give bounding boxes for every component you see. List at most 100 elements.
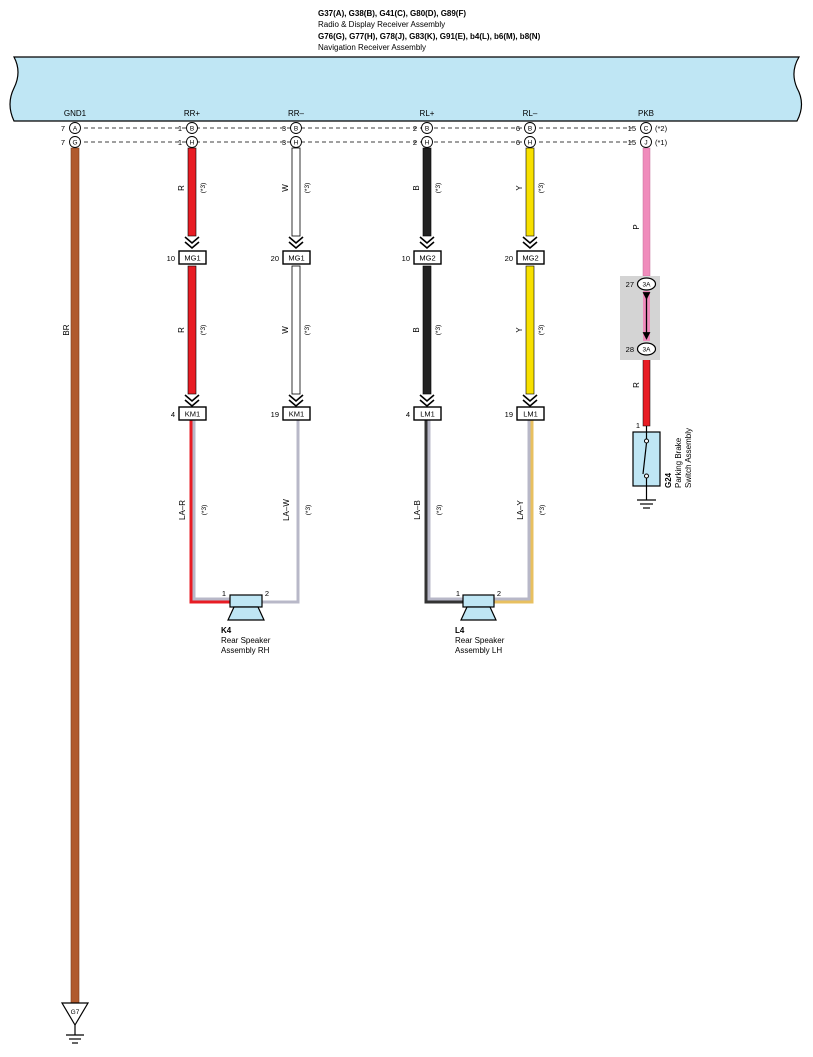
pin-letter: H: [294, 140, 299, 147]
pin-circle: [69, 122, 81, 134]
connector-label: MG1: [288, 254, 304, 263]
terminal-name-gnd1: GND1: [64, 109, 87, 118]
connector-label: LM1: [523, 410, 538, 419]
wire-note-rl-minus-lower: (*3): [538, 325, 545, 335]
wire-la-y-color: [494, 420, 534, 604]
connector-pin: 19: [271, 410, 279, 419]
wire-label-rr-plus-lower: R: [177, 327, 186, 333]
wire-label-rl-minus-lower: Y: [515, 327, 524, 333]
wire-la-b-shield: [427, 420, 463, 601]
wire-rr-minus-upper: [291, 147, 301, 237]
pin-circle: [421, 122, 433, 134]
wire-rr-plus-lower: [187, 265, 197, 395]
pin-circle: [640, 122, 652, 134]
wire-la-w-shield: [262, 420, 300, 604]
terminal-name-pkb: PKB: [638, 109, 654, 118]
junction-label-top: 3A: [643, 282, 652, 289]
terminal-name-rl-plus: RL+: [420, 109, 435, 118]
pin-circle: [290, 122, 302, 134]
speaker-k4-code: K4: [221, 626, 232, 635]
connector-label: MG2: [419, 254, 435, 263]
connector-box-km1-b: [282, 406, 311, 421]
wire-la-b-color: [424, 420, 463, 604]
pin-letter: J: [644, 140, 647, 147]
switch-name1: Parking Brake: [674, 437, 683, 488]
wire-note-rr-plus-upper: (*3): [200, 183, 207, 193]
pin-num: 6: [516, 124, 520, 133]
wire-label-pkb-lower: R: [632, 382, 641, 388]
wire-rl-minus-lower: [525, 265, 535, 395]
pin-num: 2: [413, 124, 417, 133]
speaker-l4-pin2: 2: [497, 589, 501, 598]
pin-letter: H: [190, 140, 195, 147]
pin-circle: [186, 122, 198, 134]
receiver-assembly-box: [9, 56, 803, 122]
pin-num: 7: [61, 124, 65, 133]
chevron-mg2-a: [419, 236, 435, 250]
wire-rl-minus-upper: [525, 147, 535, 237]
speaker-l4-name2: Assembly LH: [455, 646, 502, 655]
pin-num: 1: [178, 138, 182, 147]
receiver-radio-name: Radio & Display Receiver Assembly: [318, 20, 445, 29]
switch-name2: Switch Assembly: [684, 428, 693, 488]
connector-chevrons: [184, 236, 538, 408]
pin-letter: A: [73, 126, 78, 133]
chevron-lm1-b: [522, 394, 538, 408]
speaker-k4-name2: Assembly RH: [221, 646, 270, 655]
switch-code: G24: [664, 472, 673, 488]
wire-label-br: BR: [62, 324, 71, 335]
parking-brake-switch: 1 G24 Parking Brake Switch Assembly: [632, 421, 693, 509]
speaker-l4-cone: [460, 606, 497, 621]
ground-label: G7: [71, 1009, 80, 1016]
connector-box-lm1-b: [516, 406, 545, 421]
pin-circle: [640, 136, 652, 148]
chevron-mg1-a: [184, 236, 200, 250]
speaker-k4: 1 2 K4 Rear Speaker Assembly RH: [221, 589, 271, 655]
wire-label-la-r: LA–R: [178, 500, 187, 520]
junction-pin-num-top: 27: [626, 280, 634, 289]
receiver-header: G37(A), G38(B), G41(C), G80(D), G89(F) R…: [318, 9, 541, 52]
connector-label: MG1: [184, 254, 200, 263]
connector-pin: 4: [406, 410, 410, 419]
wire-label-la-b: LA–B: [413, 500, 422, 520]
wire-label-rl-plus-lower: B: [412, 327, 421, 332]
wire-pkb-pink: [642, 147, 651, 277]
connector-box-mg1-a: [178, 250, 207, 265]
wire-la-r-shield: [192, 420, 230, 601]
connector-label: LM1: [420, 410, 435, 419]
connector-pin: 20: [505, 254, 513, 263]
pin-circle: [524, 136, 536, 148]
receiver-nav-connectors: G76(G), G77(H), G78(J), G83(K), G91(E), …: [318, 32, 541, 41]
chevron-km1-b: [288, 394, 304, 408]
connector-pin: 4: [171, 410, 175, 419]
connector-box-lm1-a: [413, 406, 442, 421]
chevron-lm1-a: [419, 394, 435, 408]
pin-letter: B: [425, 126, 429, 133]
pin-num: 6: [516, 138, 520, 147]
connector-box-mg2-a: [413, 250, 442, 265]
pin-letter: B: [294, 126, 298, 133]
connector-pin: 10: [402, 254, 410, 263]
wire-la-r-color: [189, 420, 230, 604]
speaker-k4-body: [229, 594, 263, 608]
pin-circle: [421, 136, 433, 148]
terminal-name-rr-minus: RR–: [288, 109, 305, 118]
pin-letter: G: [72, 140, 77, 147]
wire-la-w-color: [262, 420, 296, 600]
wire-rl-plus-lower: [422, 265, 432, 395]
wire-note-la-w: (*3): [305, 505, 312, 515]
switch-contact-top: [644, 438, 649, 444]
wire-note-la-y: (*3): [539, 505, 546, 515]
connector-label: KM1: [289, 410, 304, 419]
wire-rl-plus-upper: [422, 147, 432, 237]
inline-connectors: MG1 10 MG1 20 MG2 10 MG2 20 KM1 4 KM1 19…: [167, 250, 545, 421]
connector-box-km1-a: [178, 406, 207, 421]
pin-num: 3: [282, 138, 286, 147]
speaker-l4-name1: Rear Speaker: [455, 636, 505, 645]
pin-circle: [290, 136, 302, 148]
wire-rr-plus-upper: [187, 147, 197, 237]
chevron-mg1-b: [288, 236, 304, 250]
connector-box-mg1-b: [282, 250, 311, 265]
wire-gnd1-br: [70, 147, 80, 1004]
connector-label: KM1: [185, 410, 200, 419]
